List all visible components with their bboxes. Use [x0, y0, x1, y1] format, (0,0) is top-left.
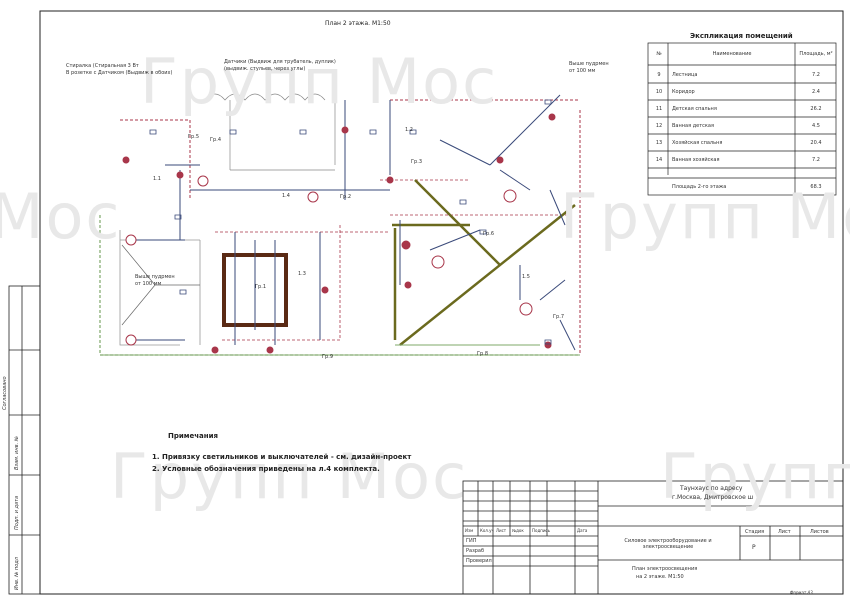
- explication-header: Наименование: [712, 51, 752, 57]
- room-number: 1.5: [522, 274, 530, 280]
- side-approved: Согласовано: [2, 376, 8, 410]
- explication-cell: 20.4: [810, 140, 822, 146]
- room-number: 1.1: [153, 176, 161, 182]
- side-inv-dup: Взам. инв. №: [14, 436, 20, 470]
- plan-walls: [99, 99, 581, 356]
- plan-note: В розетке с Датчиком (Выдвиж в обоих): [66, 70, 173, 76]
- explication-cell: Лестница: [672, 72, 698, 78]
- tb-sheet-name: План электроосвещения: [632, 566, 698, 572]
- explication-cell: 12: [655, 123, 663, 129]
- room-number: 1.3: [298, 271, 306, 277]
- tb-address: г.Москва, Дмитровское ш: [672, 494, 754, 501]
- side-sign-date: Подп. и дата: [14, 495, 20, 530]
- plan-note: от 100 мм: [135, 281, 162, 287]
- explication-cell: 7.2: [812, 72, 820, 78]
- plan-note: от 100 мм: [569, 68, 596, 74]
- group-tag: Гр.7: [553, 314, 564, 320]
- tb-role: ГИП: [466, 538, 477, 544]
- plan-title: План 2 этажа. М1:50: [325, 20, 391, 27]
- explication-cell: 9: [657, 72, 661, 78]
- group-tag: Гр.1: [255, 284, 266, 290]
- note-item: 2. Условные обозначения приведены на л.4…: [152, 465, 380, 473]
- plan-note: Стиралка (Стиральная 3 Вт: [66, 63, 139, 69]
- tb-column: Дата: [577, 528, 588, 533]
- group-tag: Гр.2: [340, 194, 351, 200]
- tb-column: №док: [512, 528, 524, 533]
- tb-stage-value: Р: [752, 544, 756, 551]
- tb-column: Подпись: [532, 528, 550, 533]
- side-inv-orig: Инв. № подл: [14, 557, 20, 590]
- tb-column: Кол.уч: [480, 528, 494, 533]
- tb-role: Проверил: [466, 558, 492, 564]
- side-stamp-grid: [8, 285, 41, 595]
- group-tag: Гр.5: [188, 134, 199, 140]
- group-tag: Гр.8: [477, 351, 488, 357]
- explication-cell: Хозяйская спальня: [672, 140, 723, 146]
- group-tag: Гр.9: [322, 354, 333, 360]
- tb-stage-label: Стадия: [745, 529, 765, 535]
- plan-wiring-blue: [130, 94, 576, 351]
- group-tag: Гр.4: [210, 137, 221, 143]
- plan-sockets: [149, 99, 552, 345]
- explication-cell: Ванная хозяйская: [672, 157, 720, 163]
- tb-sheet-name: на 2 этаже. М1:50: [636, 574, 684, 580]
- group-tag: Гр.6: [483, 231, 494, 237]
- tb-role: Разраб: [466, 548, 485, 554]
- explication-cell: 26.2: [810, 106, 822, 112]
- tb-section: Силовое электрооборудование и электроосв…: [624, 538, 712, 550]
- tb-column: Изм: [465, 528, 474, 533]
- plan-bathroom-top: [204, 93, 336, 171]
- explication-total-value: 68.3: [810, 184, 822, 190]
- plan-note: Выше пудрмен: [135, 274, 175, 280]
- notes-heading: Примечания: [168, 432, 219, 440]
- plan-diagonal-walls: [392, 179, 576, 346]
- plan-fixtures: [122, 113, 556, 354]
- watermark: Групп Мос: [110, 440, 469, 513]
- explication-header: №: [656, 51, 662, 57]
- explication-cell: 2.4: [812, 89, 820, 95]
- tb-format: Формат А3: [790, 590, 813, 595]
- group-tag: Гр.3: [411, 159, 422, 165]
- room-number: 1.4: [282, 193, 290, 199]
- plan-note: Выше пудрмен: [569, 61, 609, 67]
- watermark: Групп Мос: [560, 180, 850, 253]
- plan-stairs: [121, 244, 200, 326]
- explication-cell: 10: [655, 89, 663, 95]
- explication-cell: 14: [655, 157, 663, 163]
- plan-note: Датчики (Выдвиж для трубатель, дуплик): [224, 59, 336, 65]
- explication-cell: Детская спальня: [672, 106, 717, 112]
- tb-column: Лист: [496, 528, 507, 533]
- explication-cell: 4.5: [812, 123, 820, 129]
- explication-header: Площадь, м²: [799, 51, 833, 57]
- explication-title: Экспликация помещений: [690, 32, 793, 40]
- title-block-grid: [462, 480, 844, 595]
- watermark: Групп Мос: [140, 45, 499, 118]
- tb-address: Таунхаус по адресу: [680, 485, 743, 492]
- explication-cell: Коридор: [672, 89, 695, 95]
- watermark: Мос: [0, 180, 122, 253]
- note-item: 1. Привязку светильников и выключателей …: [152, 453, 412, 461]
- explication-cell: 13: [655, 140, 663, 146]
- room-number: 1.2: [405, 127, 413, 133]
- explication-total-label: Площадь 2-го этажа: [672, 184, 727, 190]
- tb-sheet-label: Лист: [778, 529, 791, 535]
- explication-cell: Ванная детская: [672, 123, 714, 129]
- plan-wiring-green: [100, 344, 580, 356]
- tb-sheets-label: Листов: [810, 529, 829, 535]
- explication-cell: 11: [655, 106, 663, 112]
- explication-cell: 7.2: [812, 157, 820, 163]
- watermark: Групп: [660, 440, 850, 513]
- explication-grid: [647, 42, 837, 196]
- plan-note: (выдвиж. стульев, через углы): [224, 66, 306, 72]
